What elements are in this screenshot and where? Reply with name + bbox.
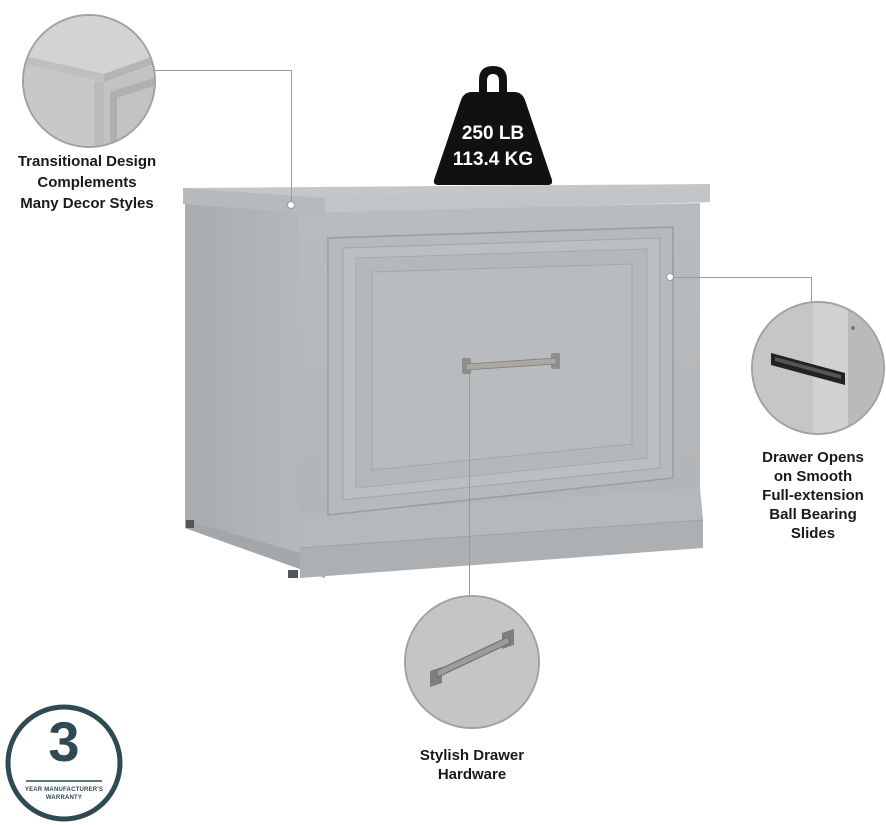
ball-bearing-slide-icon [753,303,883,433]
drawer-callout-line: Drawer Opens [762,449,864,466]
corner-detail-icon [24,16,154,146]
connector-line-design-vertical [291,70,292,205]
warranty-label-line2: WARRANTY [45,795,83,801]
drawer-callout-line: Slides [790,525,836,542]
hardware-callout-line: Stylish Drawer [419,747,525,764]
connector-line-drawer-horizontal [670,277,812,278]
design-callout-line: Many Decor Styles [20,195,154,212]
drawer-callout-text: Drawer Opens on Smooth Full-extension Ba… [740,448,886,543]
connector-line-hardware-vertical [469,374,470,596]
drawer-callout-line: on Smooth [773,468,853,485]
drawer-slide-circle [751,301,885,435]
drawer-callout-line: Ball Bearing [769,506,857,523]
connector-dot-design [287,201,295,209]
design-callout-line: Transitional Design [17,153,157,170]
weight-kg-label: 113.4 KG [452,149,534,170]
warranty-label-line1: YEAR MANUFACTURER'S [24,787,104,793]
corner-detail-circle [22,14,156,148]
kettlebell-weight-icon [433,66,553,185]
hardware-detail-circle [404,595,540,729]
hardware-callout-line: Hardware [437,766,507,783]
connector-line-drawer-vertical [811,277,812,303]
connector-dot-drawer [666,273,674,281]
design-callout-text: Transitional Design Complements Many Dec… [4,151,170,214]
drawer-callout-line: Full-extension [762,487,864,504]
design-callout-line: Complements [37,174,137,191]
connector-line-design-horizontal [152,70,292,71]
weight-lb-label: 250 LB [461,123,525,144]
hardware-callout-text: Stylish Drawer Hardware [392,746,552,784]
warranty-years: 3 [48,710,80,773]
drawer-handle-icon [406,597,538,727]
warranty-badge-icon [5,704,123,822]
